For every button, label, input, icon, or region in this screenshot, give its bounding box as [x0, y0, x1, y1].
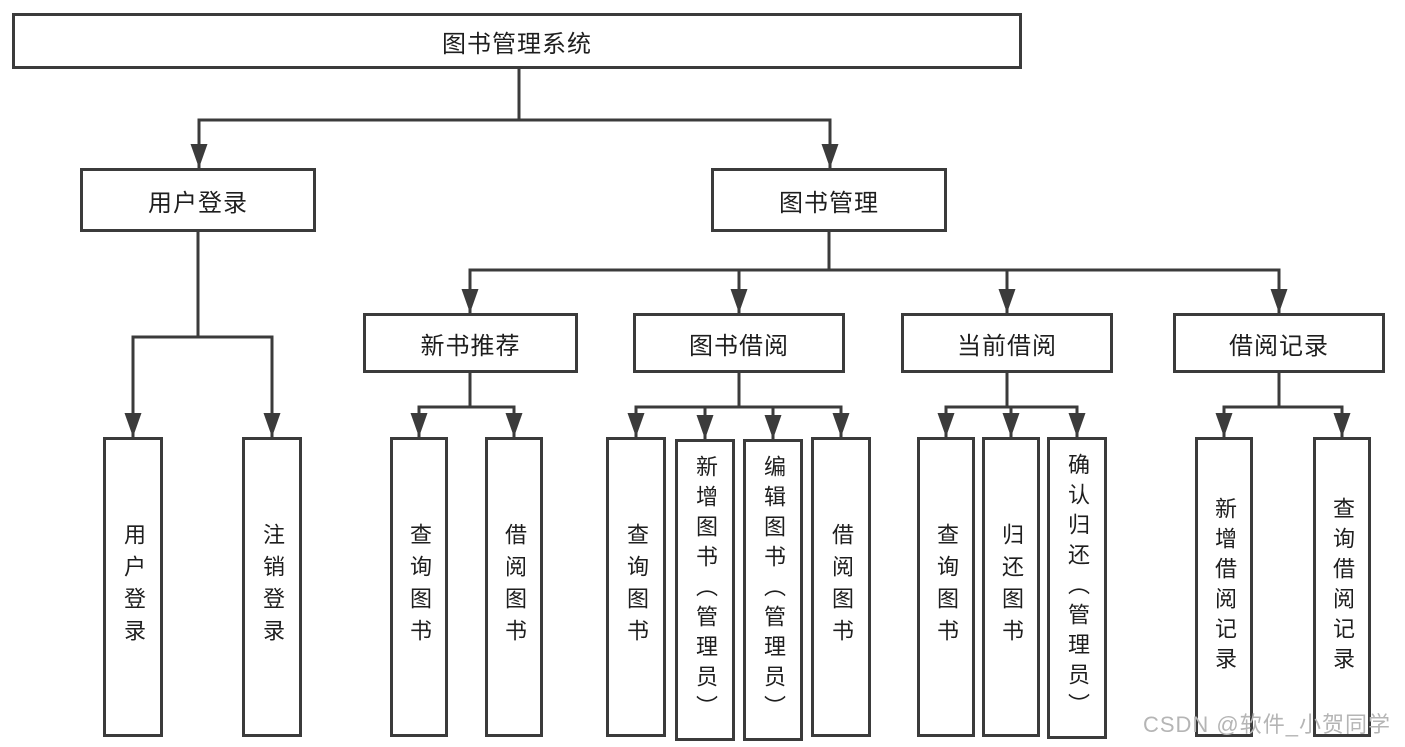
connector-user-login-to-leaves	[124, 232, 281, 437]
node-borrow-records: 借阅记录	[1173, 313, 1385, 373]
leaf-edit-book-admin: 编辑图书（管理员）	[743, 439, 803, 741]
leaf-user-login: 用户登录	[103, 437, 163, 737]
node-book-borrow: 图书借阅	[633, 313, 845, 373]
node-new-book-recommend: 新书推荐	[363, 313, 578, 373]
leaf-borrow-books-2: 借阅图书	[811, 437, 871, 737]
connector-book-mgmt-to-level3	[461, 232, 1288, 313]
node-library-system: 图书管理系统	[12, 13, 1022, 69]
leaf-confirm-return-admin: 确认归还（管理员）	[1047, 437, 1107, 739]
connector-borrow-records-to-leaves	[1215, 373, 1351, 437]
watermark: CSDN @软件_小贺同学	[1142, 712, 1391, 737]
connector-current-borrow-to-leaves	[937, 373, 1086, 437]
leaf-add-book-admin: 新增图书（管理员）	[675, 439, 735, 741]
leaf-query-books-3: 查询图书	[917, 437, 975, 737]
leaf-query-books-2: 查询图书	[606, 437, 666, 737]
leaf-return-books: 归还图书	[982, 437, 1040, 737]
connector-book-borrow-to-leaves	[627, 373, 850, 439]
connector-root-to-level2	[190, 69, 839, 168]
node-current-borrow: 当前借阅	[901, 313, 1113, 373]
connector-new-book-to-leaves	[410, 373, 523, 437]
leaf-logout: 注销登录	[242, 437, 302, 737]
leaf-borrow-books-1: 借阅图书	[485, 437, 543, 737]
node-user-login: 用户登录	[80, 168, 316, 232]
node-book-management: 图书管理	[711, 168, 947, 232]
leaf-query-books-1: 查询图书	[390, 437, 448, 737]
leaf-query-borrow-record: 查询借阅记录	[1313, 437, 1371, 737]
leaf-add-borrow-record: 新增借阅记录	[1195, 437, 1253, 737]
